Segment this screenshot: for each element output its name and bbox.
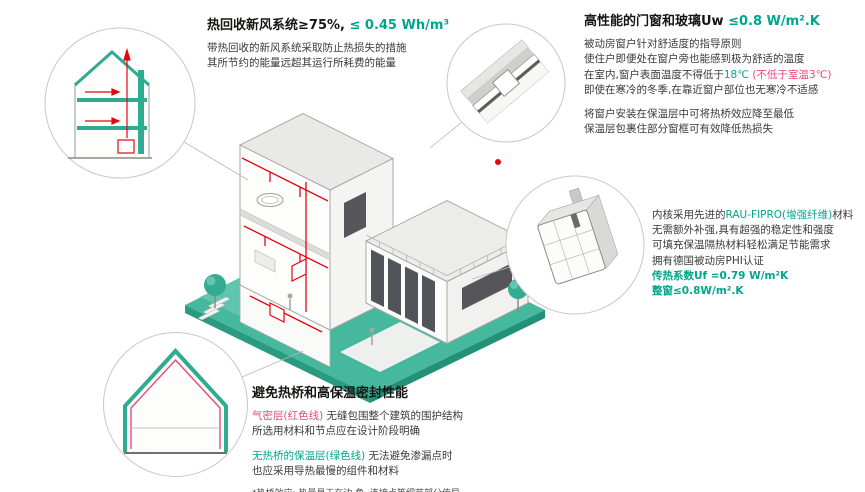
body-line: 所选用材料和节点应在设计阶段明确 <box>252 425 420 438</box>
body-line: 使住户即便处在窗户旁也能感到极为舒适的温度 <box>584 53 805 66</box>
body-line: 其所节约的能量远超其运行所耗费的能量 <box>207 57 396 70</box>
windows-title: 高性能的门窗和玻璃Uw ≤0.8 W/m².K <box>584 14 820 29</box>
air-duct-lines <box>241 157 329 312</box>
window-corner-detail-circle <box>446 23 566 143</box>
u-value-line: 传热系数Uf =0.79 W/m²K <box>652 269 789 282</box>
heat-recovery-detail-circle <box>44 27 196 179</box>
profile-callout: 内核采用先进的RAU-FIPRO(增强纤维)材料 无需额外补强,具有超强的稳定性… <box>652 208 864 299</box>
body-line: 在室内,窗户表面温度不得低于18℃ (不低于室温3℃) <box>584 68 832 81</box>
tree <box>204 274 226 308</box>
insulation-layer-line <box>123 348 228 452</box>
u-value-line: 整窗≤0.8W/m².K <box>652 285 744 298</box>
body-line: 将窗户安装在保温层中可将热桥效应降至最低 <box>584 108 794 121</box>
person-figure <box>369 327 375 345</box>
body-line: 拥有德国被动房PHI认证 <box>652 254 764 267</box>
house-section-detail-circle <box>103 332 248 477</box>
ventilation-unit <box>269 302 285 323</box>
heat-recovery-title: 热回收新风系统≥75%, ≤ 0.45 Wh/m³ <box>207 18 450 33</box>
kitchen-unit <box>254 249 276 273</box>
body-line: 无热桥的保温层(绿色线) 无法避免渗漏点时 <box>252 449 453 462</box>
window-position-marker <box>495 159 501 165</box>
hrv-unit <box>117 139 135 154</box>
body-line: 可填充保温隔热材料轻松满足节能需求 <box>652 239 831 252</box>
footnote: *热桥效应: 热量易于在边,角, 连接点等细节部分传导 <box>252 488 582 492</box>
person-figure <box>287 293 293 299</box>
windows-callout: 高性能的门窗和玻璃Uw ≤0.8 W/m².K 被动房窗户针对舒适度的指导原则 … <box>584 14 862 138</box>
window-profile-detail-circle <box>505 175 645 315</box>
body-line: 带热回收的新风系统采取防止热损失的措施 <box>207 42 407 55</box>
body-line: 即使在寒冷的冬季,在靠近窗户部位也无寒冷不适感 <box>584 83 819 96</box>
body-line: 内核采用先进的RAU-FIPRO(增强纤维)材料 <box>652 209 854 221</box>
airflow-arrows <box>85 47 131 138</box>
body-line: 被动房窗户针对舒适度的指导原则 <box>584 38 742 51</box>
body-line: 保温层包裹住部分窗框可有效降低热损失 <box>584 123 773 136</box>
glazing-panels <box>371 249 435 333</box>
thermal-callout: 避免热桥和高保温密封性能 气密层(红色线) 无缝包围整个建筑的围护结构 所选用材… <box>252 386 582 492</box>
terrace-path <box>340 322 440 372</box>
bathtub <box>256 193 284 207</box>
right-wing <box>364 199 530 345</box>
roof-terrace-railing <box>365 234 529 276</box>
airtight-layer-line <box>130 358 221 449</box>
window-glass <box>462 263 512 310</box>
body-line: 无需额外补强,具有超强的稳定性和强度 <box>652 224 834 237</box>
window-glass <box>344 192 366 238</box>
body-line: 也应采用导热最慢的组件和材料 <box>252 464 399 477</box>
leader-lines <box>183 121 511 378</box>
heat-recovery-callout: 热回收新风系统≥75%, ≤ 0.45 Wh/m³ 带热回收的新风系统采取防止热… <box>207 18 497 72</box>
hrv-unit <box>291 258 307 282</box>
body-line: 气密层(红色线) 无缝包围整个建筑的围护结构 <box>252 410 464 423</box>
thermal-title: 避免热桥和高保温密封性能 <box>252 386 409 401</box>
